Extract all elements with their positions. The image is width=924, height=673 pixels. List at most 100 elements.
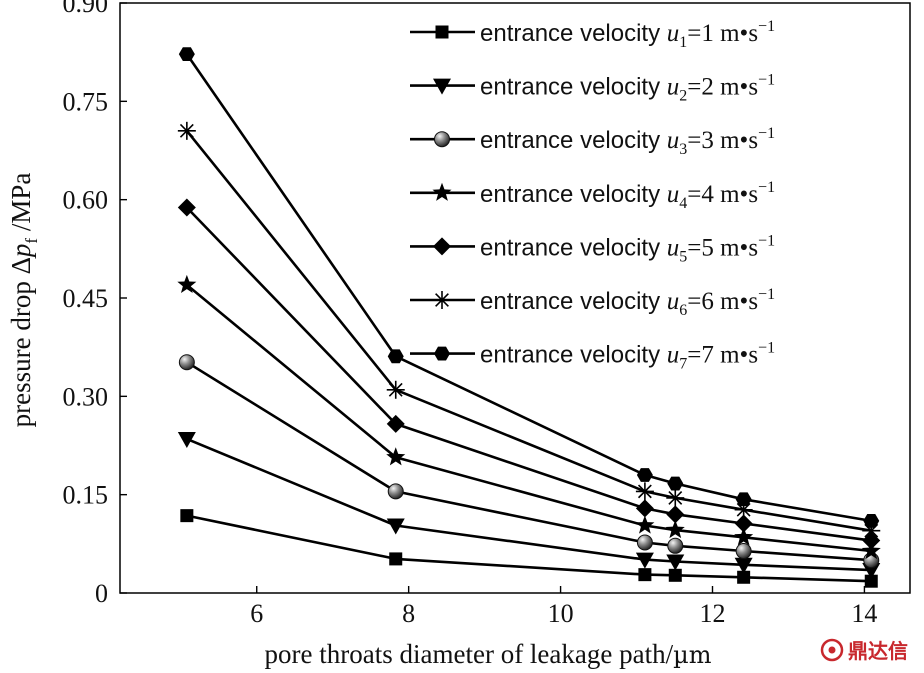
legend-marker: [432, 182, 452, 201]
legend-prefix: entrance velocity: [480, 342, 667, 369]
legend-sub: 3: [679, 141, 687, 158]
legend-sup: −1: [758, 286, 775, 303]
series-line: [186, 437, 872, 572]
legend-var: u: [667, 74, 680, 101]
legend-item: entrance velocity u2=2 m•s−1: [410, 72, 775, 105]
data-point: [734, 514, 753, 533]
legend-label: entrance velocity u4=4 m•s−1: [480, 179, 775, 212]
x-axis-label: pore throats diameter of leakage path/µm: [265, 639, 712, 669]
legend-sub: 2: [679, 88, 687, 105]
data-point: [666, 505, 685, 524]
data-point: [177, 121, 196, 140]
data-point: [180, 509, 194, 523]
legend-sup: −1: [758, 18, 775, 35]
legend-marker: [434, 346, 450, 361]
legend-item: entrance velocity u4=4 m•s−1: [410, 179, 775, 212]
data-point: [667, 476, 684, 491]
data-point: [387, 483, 404, 500]
series-1: [180, 509, 878, 588]
legend-rest: =1 m•s: [687, 20, 758, 47]
legend-prefix: entrance velocity: [480, 20, 667, 47]
series-line: [186, 361, 872, 562]
legend-label: entrance velocity u5=5 m•s−1: [480, 232, 775, 265]
data-point: [636, 468, 653, 482]
data-point: [665, 520, 685, 539]
legend-var: u: [667, 127, 680, 154]
legend-var: u: [667, 20, 680, 47]
legend-marker: [435, 25, 449, 39]
x-axis-label-unit: µm: [673, 641, 712, 669]
data-point: [734, 557, 753, 574]
data-point: [386, 447, 406, 466]
legend-marker: [433, 291, 451, 309]
legend-item: entrance velocity u7=7 m•s−1: [410, 340, 775, 373]
legend-sup: −1: [758, 125, 775, 142]
series-4: [177, 274, 881, 560]
legend-prefix: entrance velocity: [480, 288, 667, 315]
legend-var: u: [667, 288, 680, 315]
y-axis-label-unit: /MPa: [6, 173, 36, 238]
y-tick-label: 0.30: [63, 382, 109, 411]
legend-sup: −1: [758, 72, 775, 89]
series-2: [177, 431, 881, 580]
legend-var: u: [667, 234, 680, 261]
series-line: [185, 283, 872, 553]
data-point: [177, 198, 196, 217]
data-point: [861, 541, 881, 560]
y-tick-label: 0.15: [63, 481, 109, 510]
data-point: [389, 552, 403, 566]
series-3: [178, 354, 880, 569]
data-point: [178, 47, 195, 62]
data-point: [636, 534, 653, 551]
legend-marker: [433, 237, 451, 256]
y-tick-label: 0.45: [63, 284, 109, 313]
watermark-logo-dot: [828, 646, 836, 654]
legend-prefix: entrance velocity: [480, 74, 667, 101]
legend-label: entrance velocity u6=6 m•s−1: [480, 286, 775, 319]
legend-label: entrance velocity u7=7 m•s−1: [480, 340, 775, 373]
series-7: [178, 47, 880, 528]
data-point: [387, 349, 404, 364]
data-point: [666, 554, 685, 571]
legend-item: entrance velocity u3=3 m•s−1: [410, 125, 775, 158]
x-tick-label: 12: [700, 599, 726, 628]
watermark: 鼎达信: [820, 638, 908, 663]
data-point: [666, 488, 685, 507]
legend-sub: 7: [679, 356, 687, 373]
data-point: [864, 574, 878, 588]
legend-sub: 5: [679, 248, 687, 265]
data-point: [638, 568, 652, 582]
x-tick-label: 14: [851, 599, 877, 628]
watermark-logo-icon: [820, 638, 844, 662]
legend-item: entrance velocity u5=5 m•s−1: [410, 232, 775, 265]
x-tick-label: 6: [250, 599, 263, 628]
data-point: [178, 354, 195, 371]
data-point: [177, 431, 196, 448]
legend-rest: =6 m•s: [687, 288, 758, 315]
data-point: [386, 414, 405, 433]
data-point: [862, 563, 881, 580]
series-6: [177, 121, 881, 540]
x-tick-label: 10: [548, 599, 574, 628]
series-line: [185, 53, 872, 523]
legend-label: entrance velocity u1=1 m•s−1: [480, 18, 775, 51]
legend-marker: [434, 131, 450, 148]
legend-var: u: [667, 181, 680, 208]
legend-prefix: entrance velocity: [480, 234, 667, 261]
legend-marker: [433, 78, 451, 95]
data-point: [635, 499, 654, 518]
legend-label: entrance velocity u2=2 m•s−1: [480, 72, 775, 105]
data-point: [667, 537, 684, 554]
legend-label: entrance velocity u3=3 m•s−1: [480, 125, 775, 158]
data-point: [737, 570, 751, 584]
y-tick-label: 0: [95, 579, 108, 608]
data-point: [635, 482, 654, 501]
data-point: [863, 513, 880, 528]
legend-var: u: [667, 342, 680, 369]
legend-sub: 1: [679, 34, 687, 51]
legend-sub: 4: [679, 195, 687, 212]
series-line: [186, 514, 872, 583]
